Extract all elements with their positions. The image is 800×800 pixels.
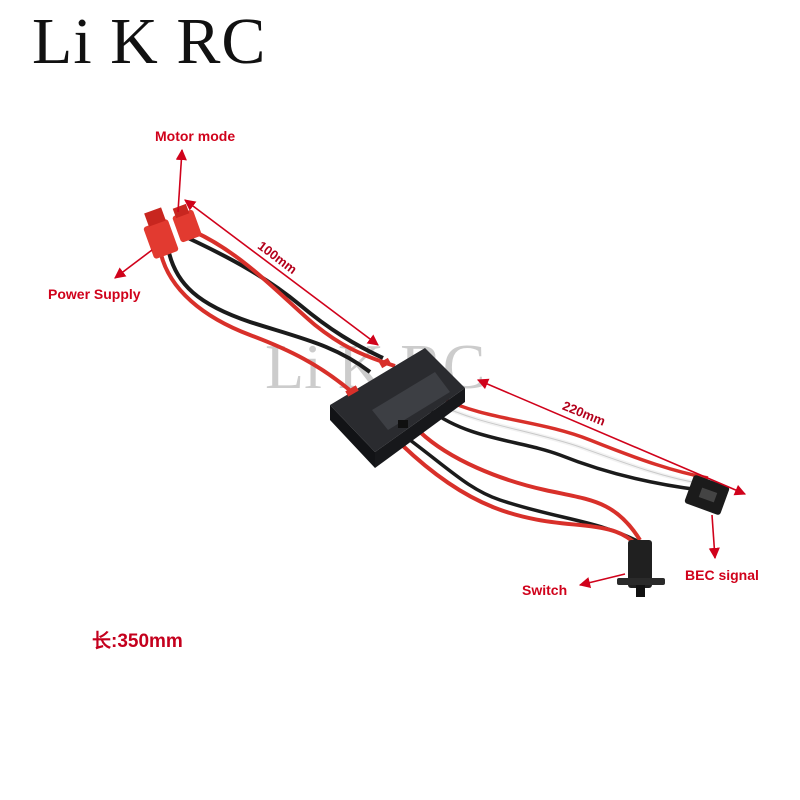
motor-mode-label: Motor mode: [155, 128, 236, 144]
switch-label: Switch: [522, 582, 568, 598]
switch-pointer: [578, 573, 626, 589]
dimension-arrow-220mm: [476, 378, 747, 496]
power-supply-connector: [143, 207, 179, 259]
bec-signal-pointer: [708, 514, 720, 560]
switch-wires: [400, 430, 646, 550]
bec-signal-label: BEC signal: [685, 567, 759, 583]
motor-mode-pointer: [175, 148, 187, 213]
brand-logo-title: Li K RC: [32, 5, 267, 78]
power-supply-pointer: [114, 249, 153, 279]
total-length-note: 长:350mm: [92, 631, 183, 652]
esc-module: [330, 348, 465, 468]
switch-body: [617, 540, 665, 597]
dimension-arrow-100mm: [184, 199, 379, 346]
power-supply-label: Power Supply: [48, 286, 141, 302]
